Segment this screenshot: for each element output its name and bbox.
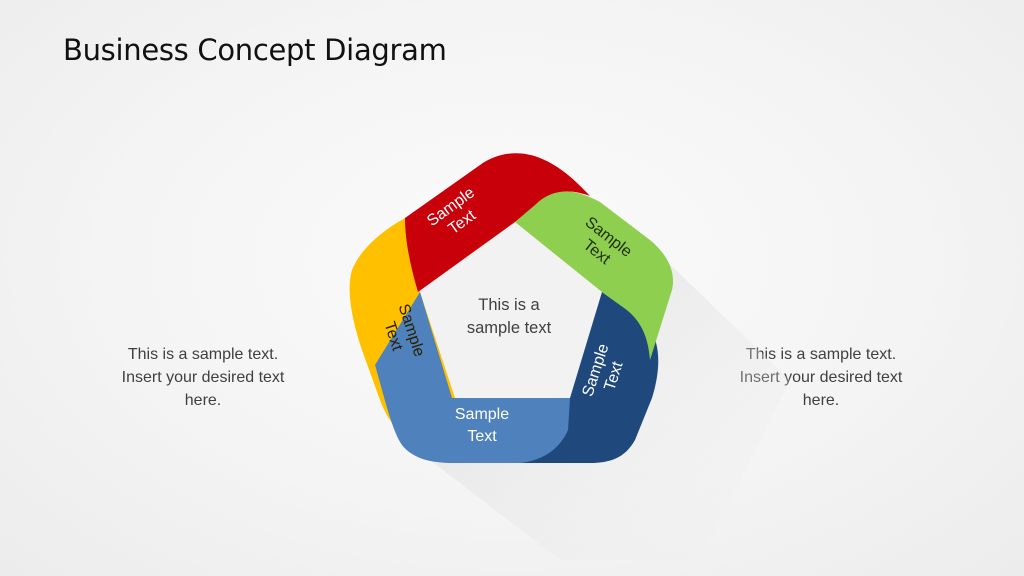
left-note-line-3: here. bbox=[184, 392, 222, 409]
center-label-line-1: This is a bbox=[478, 296, 540, 314]
center-label: This is a sample text bbox=[467, 296, 552, 337]
segment-light-blue-label: Sample Text bbox=[455, 406, 509, 445]
left-note-line-1: This is a sample text. bbox=[127, 346, 279, 363]
segment-light-blue-label-line-2: Text bbox=[467, 428, 497, 445]
long-shadow bbox=[430, 250, 790, 560]
center-pentagon bbox=[418, 222, 602, 398]
center-label-line-2: sample text bbox=[467, 319, 552, 337]
segment-red bbox=[405, 153, 590, 292]
segment-dark-blue bbox=[520, 292, 659, 463]
right-note-line-1: This is a sample text. bbox=[745, 346, 897, 363]
segment-light-blue-body bbox=[378, 370, 570, 463]
left-note-line-2: Insert your desired text bbox=[121, 369, 285, 386]
slide-title: Business Concept Diagram bbox=[63, 33, 447, 67]
segment-light-blue-label-line-1: Sample bbox=[455, 406, 509, 423]
left-note: This is a sample text. Insert your desir… bbox=[83, 343, 323, 412]
segment-green bbox=[515, 191, 674, 360]
right-note-line-3: here. bbox=[802, 392, 840, 409]
